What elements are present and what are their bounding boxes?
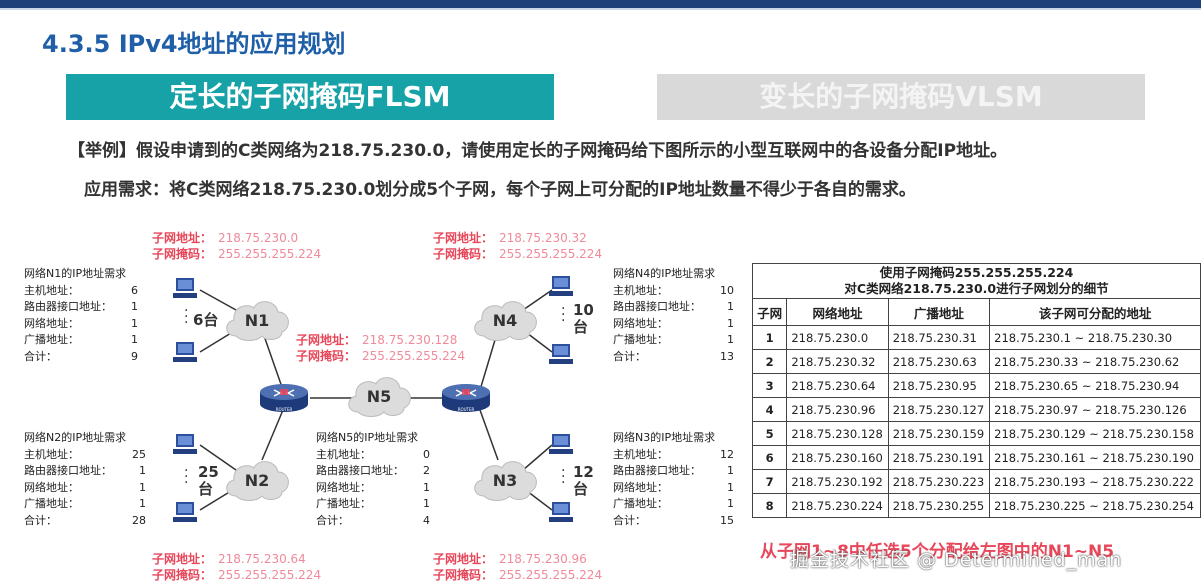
requirement-n1: 网络N1的IP地址需求 主机地址：6 路由器接口地址：1 网络地址：1 广播地址…: [24, 266, 138, 365]
cloud-n3: N3: [470, 456, 540, 504]
subnet-label-n2: 子网地址：218.75.230.64 子网掩码：255.255.255.224: [152, 551, 321, 583]
ellipsis-dots: ···: [561, 468, 565, 486]
pc-icon: [548, 432, 574, 456]
host-count-n1: 6台: [193, 312, 218, 329]
requirement-n5: 网络N5的IP地址需求 主机地址：0 路由器接口地址：2 网络地址：1 广播地址…: [316, 430, 430, 529]
router-icon: ROUTER: [440, 380, 492, 414]
router-text: ROUTER: [276, 407, 293, 412]
col-header-network: 网络地址: [787, 299, 888, 326]
router-text: ROUTER: [458, 407, 475, 412]
cloud-label-n2: N2: [222, 456, 292, 504]
col-header-broadcast: 广播地址: [888, 299, 989, 326]
router-icon: ROUTER: [258, 380, 310, 414]
pc-icon: [548, 274, 574, 298]
subnet-label-n1: 子网地址：218.75.230.0 子网掩码：255.255.255.224: [152, 230, 321, 262]
cloud-n2: N2: [222, 456, 292, 504]
pc-icon: [172, 276, 198, 300]
ellipsis-dots: ···: [184, 468, 188, 486]
requirement-n4: 网络N4的IP地址需求 主机地址：10 路由器接口地址：1 网络地址：1 广播地…: [613, 266, 734, 365]
ellipsis-dots: ···: [561, 306, 565, 324]
cloud-label-n5: N5: [344, 372, 414, 420]
subnet-label-n5: 子网地址：218.75.230.128 子网掩码：255.255.255.224: [296, 332, 465, 364]
ellipsis-dots: ···: [184, 308, 188, 326]
subnet-label-n3: 子网地址：218.75.230.96 子网掩码：255.255.255.224: [433, 551, 602, 583]
watermark-text: 掘金技术社区 @ Determined_man: [790, 545, 1122, 572]
col-header-subnet: 子网: [753, 299, 787, 326]
subnet-label-n4: 子网地址：218.75.230.32 子网掩码：255.255.255.224: [433, 230, 602, 262]
requirement-n3: 网络N3的IP地址需求 主机地址：12 路由器接口地址：1 网络地址：1 广播地…: [613, 430, 734, 529]
col-header-range: 该子网可分配的地址: [990, 299, 1201, 326]
requirement-n2: 网络N2的IP地址需求 主机地址：25 路由器接口地址：1 网络地址：1 广播地…: [24, 430, 146, 529]
pc-icon: [172, 432, 198, 456]
cloud-n1: N1: [222, 296, 292, 344]
pc-icon: [548, 342, 574, 366]
cloud-label-n1: N1: [222, 296, 292, 344]
pc-icon: [172, 500, 198, 524]
router-right: ROUTER: [440, 380, 492, 414]
cloud-n4: N4: [470, 296, 540, 344]
cloud-label-n3: N3: [470, 456, 540, 504]
cloud-label-n4: N4: [470, 296, 540, 344]
table-header-row: 子网 网络地址 广播地址 该子网可分配的地址: [753, 299, 1201, 326]
cloud-n5: N5: [344, 372, 414, 420]
pc-icon: [548, 500, 574, 524]
router-left: ROUTER: [258, 380, 310, 414]
pc-icon: [172, 340, 198, 364]
